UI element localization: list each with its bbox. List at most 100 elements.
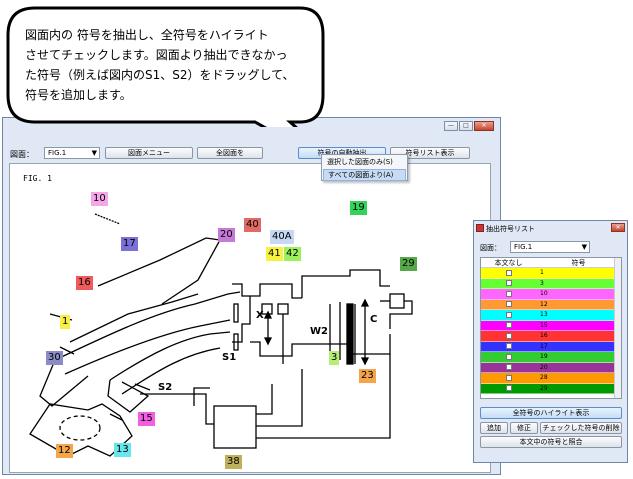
edit-button[interactable]: 修正 bbox=[510, 422, 538, 434]
symbol-tag-42[interactable]: 42 bbox=[284, 247, 301, 261]
checkbox-cell bbox=[481, 280, 536, 287]
close-button[interactable]: ✕ bbox=[474, 121, 494, 131]
label-c: C bbox=[370, 314, 378, 325]
symbol-number: 13 bbox=[540, 311, 548, 319]
symbol-tag-20[interactable]: 20 bbox=[218, 228, 235, 242]
app-icon bbox=[476, 224, 484, 232]
callout-text: 図面内の 符号を抽出し、全符号をハイライト させてチェックします。図面より抽出で… bbox=[25, 25, 325, 105]
symbol-tag-17[interactable]: 17 bbox=[121, 237, 138, 251]
no-text-checkbox[interactable] bbox=[505, 280, 512, 287]
symbol-number: 3 bbox=[540, 279, 544, 287]
symbol-tag-15[interactable]: 15 bbox=[138, 412, 155, 426]
symbol-tag-10[interactable]: 10 bbox=[91, 192, 108, 206]
match-text-button[interactable]: 本文中の符号と照合 bbox=[480, 436, 622, 448]
col-no-text[interactable]: 本文なし bbox=[494, 259, 523, 267]
symbol-tag-19[interactable]: 19 bbox=[350, 201, 367, 215]
no-text-checkbox[interactable] bbox=[505, 353, 512, 360]
symbol-list-header: 本文なし 符号 bbox=[481, 258, 621, 268]
symbol-number: 17 bbox=[540, 342, 548, 350]
no-text-checkbox[interactable] bbox=[505, 374, 512, 381]
symbol-list-row[interactable]: 3 bbox=[481, 278, 621, 289]
symbol-list-row[interactable]: 20 bbox=[481, 362, 621, 373]
dialog-figure-select[interactable]: FIG.1 ▼ bbox=[510, 241, 590, 253]
figure-title: FIG. 1 bbox=[23, 174, 52, 183]
figure-label: 図面： bbox=[10, 150, 34, 159]
toolbar: 図面： FIG.1 ▼ 図面メニュー 全図面を 符号の自動抽出 符号リスト表示 bbox=[6, 146, 498, 161]
symbol-number: 29 bbox=[540, 384, 548, 392]
symbol-tag-23[interactable]: 23 bbox=[359, 369, 376, 383]
symbol-list-row[interactable]: 15 bbox=[481, 320, 621, 331]
callout-bubble bbox=[6, 6, 325, 127]
no-text-checkbox[interactable] bbox=[505, 385, 512, 392]
drawing-canvas[interactable]: FIG. 1 bbox=[9, 163, 491, 473]
symbol-tag-29[interactable]: 29 bbox=[400, 257, 417, 271]
symbol-number: 16 bbox=[540, 332, 548, 340]
fit-all-button[interactable]: 全図面を bbox=[197, 147, 263, 159]
figure-menu-button[interactable]: 図面メニュー bbox=[105, 147, 193, 159]
checkbox-cell bbox=[481, 385, 536, 392]
no-text-checkbox[interactable] bbox=[505, 343, 512, 350]
no-text-checkbox[interactable] bbox=[505, 311, 512, 318]
highlight-all-button[interactable]: 全符号のハイライト表示 bbox=[480, 407, 622, 419]
symbol-number: 20 bbox=[540, 363, 548, 371]
checkbox-cell bbox=[481, 322, 536, 329]
menu-item-selected-figure[interactable]: 選択した図面のみ(S) bbox=[327, 158, 393, 166]
no-text-checkbox[interactable] bbox=[505, 332, 512, 339]
symbol-tag-38[interactable]: 38 bbox=[225, 455, 242, 469]
instruction-callout: 図面内の 符号を抽出し、全符号をハイライト させてチェックします。図面より抽出で… bbox=[5, 5, 330, 127]
symbol-tag-40[interactable]: 40 bbox=[244, 218, 261, 232]
no-text-checkbox[interactable] bbox=[505, 301, 512, 308]
label-s1[interactable]: S1 bbox=[222, 352, 237, 363]
symbol-tag-1[interactable]: 1 bbox=[60, 315, 71, 329]
symbol-list-row[interactable]: 10 bbox=[481, 289, 621, 300]
dialog-close-button[interactable]: ✕ bbox=[611, 223, 625, 232]
symbol-number: 19 bbox=[540, 353, 548, 361]
add-button[interactable]: 追加 bbox=[480, 422, 508, 434]
delete-checked-button[interactable]: チェックした符号の削除 bbox=[540, 422, 622, 434]
symbol-list-row[interactable]: 28 bbox=[481, 373, 621, 384]
auto-extract-menu: 選択した図面のみ(S) すべての図面より(A) bbox=[321, 154, 408, 181]
patent-drawing bbox=[29, 213, 413, 457]
col-symbol[interactable]: 符号 bbox=[571, 259, 586, 267]
checkbox-cell bbox=[481, 343, 536, 350]
symbol-list-row[interactable]: 17 bbox=[481, 341, 621, 352]
no-text-checkbox[interactable] bbox=[505, 364, 512, 371]
main-window: — □ ✕ 図面： FIG.1 ▼ 図面メニュー 全図面を 符号の自動抽出 符号… bbox=[2, 117, 501, 475]
callout-line-1: 図面内の 符号を抽出し、全符号をハイライト bbox=[25, 28, 269, 42]
list-scrollbar[interactable] bbox=[614, 258, 621, 398]
minimize-button[interactable]: — bbox=[444, 121, 458, 131]
symbol-tag-3[interactable]: 3 bbox=[329, 351, 340, 365]
label-s2[interactable]: S2 bbox=[158, 382, 173, 393]
checkbox-cell bbox=[481, 374, 536, 381]
label-w2: W2 bbox=[310, 326, 328, 337]
no-text-checkbox[interactable] bbox=[505, 290, 512, 297]
symbol-number: 1 bbox=[540, 269, 544, 277]
symbol-tag-16[interactable]: 16 bbox=[76, 276, 93, 290]
no-text-checkbox[interactable] bbox=[505, 322, 512, 329]
symbol-list-row[interactable]: 1 bbox=[481, 268, 621, 279]
dialog-title: 抽出符号リスト bbox=[486, 225, 535, 233]
symbol-tag-13[interactable]: 13 bbox=[114, 443, 131, 457]
symbol-tag-41[interactable]: 41 bbox=[266, 247, 283, 261]
symbol-number: 15 bbox=[540, 321, 548, 329]
symbol-list-button[interactable]: 符号リスト表示 bbox=[390, 147, 470, 159]
menu-item-all-figures[interactable]: すべての図面より(A) bbox=[323, 169, 406, 181]
symbol-list-row[interactable]: 13 bbox=[481, 310, 621, 321]
symbol-list-row[interactable]: 12 bbox=[481, 299, 621, 310]
callout-line-2: させてチェックします。図面より抽出できなかっ bbox=[25, 48, 288, 62]
symbol-tag-40A[interactable]: 40A bbox=[270, 230, 294, 244]
no-text-checkbox[interactable] bbox=[505, 269, 512, 276]
symbol-list-row[interactable]: 16 bbox=[481, 331, 621, 342]
checkbox-cell bbox=[481, 311, 536, 318]
symbol-list-row[interactable]: 19 bbox=[481, 352, 621, 363]
symbol-list-row[interactable]: 29 bbox=[481, 383, 621, 394]
symbol-tag-12[interactable]: 12 bbox=[56, 444, 73, 458]
maximize-button[interactable]: □ bbox=[459, 121, 473, 131]
label-x: X bbox=[256, 310, 264, 321]
figure-select[interactable]: FIG.1 ▼ bbox=[44, 147, 100, 159]
symbol-number: 12 bbox=[540, 300, 548, 308]
symbol-tag-30[interactable]: 30 bbox=[46, 351, 63, 365]
checkbox-cell bbox=[481, 290, 536, 297]
